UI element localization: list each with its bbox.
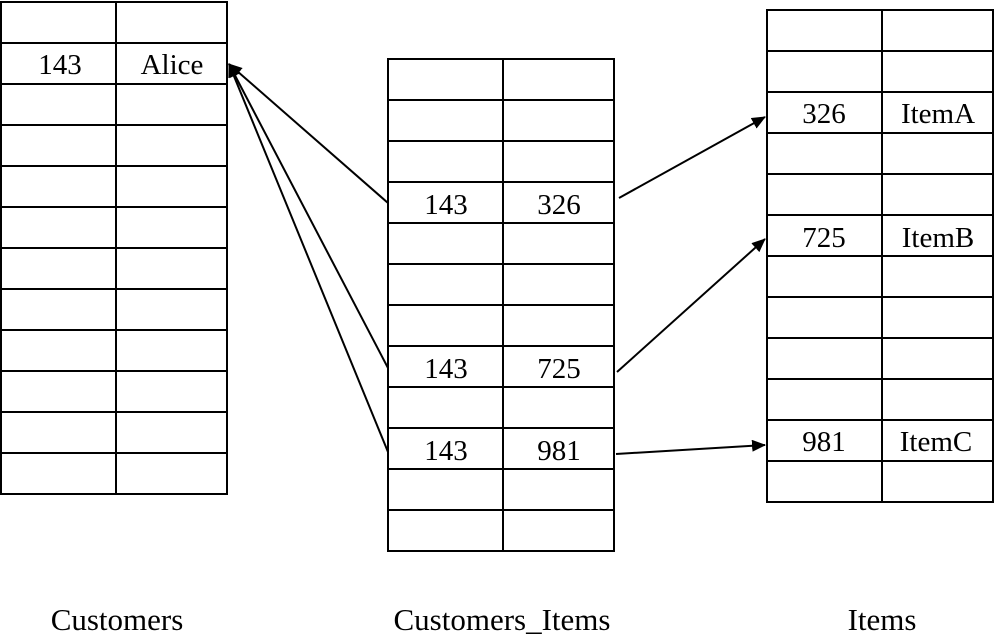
customers-table [0,1,228,495]
items-row-b-id: 725 [802,222,846,254]
customers-cell-id: 143 [38,49,82,81]
arrow-ci3-to-itemc [615,439,766,455]
arrows-to-customers [228,63,389,453]
items-row-a-name: ItemA [901,98,975,130]
customers-items-table [387,58,615,552]
items-table [766,9,994,503]
customers-cells: 143 Alice [38,49,203,81]
arrow-ci3-to-alice [228,63,389,453]
items-row-c-id: 981 [802,426,846,458]
customers-items-caption: Customers_Items [394,602,611,637]
ci-row-1-customer: 143 [424,189,468,221]
items-row-c-name: ItemC [900,426,973,458]
items-caption: Items [848,602,917,637]
items-row-b-name: ItemB [902,222,975,254]
arrow-ci1-to-itema [618,116,766,199]
arrows-to-items [615,116,766,455]
arrow-ci1-to-alice [228,63,389,204]
arrow-ci2-to-alice [228,63,389,369]
arrow-ci2-to-itemb [616,238,766,373]
ci-row-1-item: 326 [537,189,581,221]
customers-cell-name: Alice [141,49,204,81]
customers-items-cells: 143 326 143 725 143 981 [424,189,581,467]
ci-row-2-customer: 143 [424,353,468,385]
items-row-a-id: 326 [802,98,846,130]
ci-row-2-item: 725 [537,353,581,385]
ci-row-3-customer: 143 [424,435,468,467]
items-cells: 326 ItemA 725 ItemB 981 ItemC [802,98,975,458]
ci-row-3-item: 981 [537,435,581,467]
customers-caption: Customers [51,602,184,637]
